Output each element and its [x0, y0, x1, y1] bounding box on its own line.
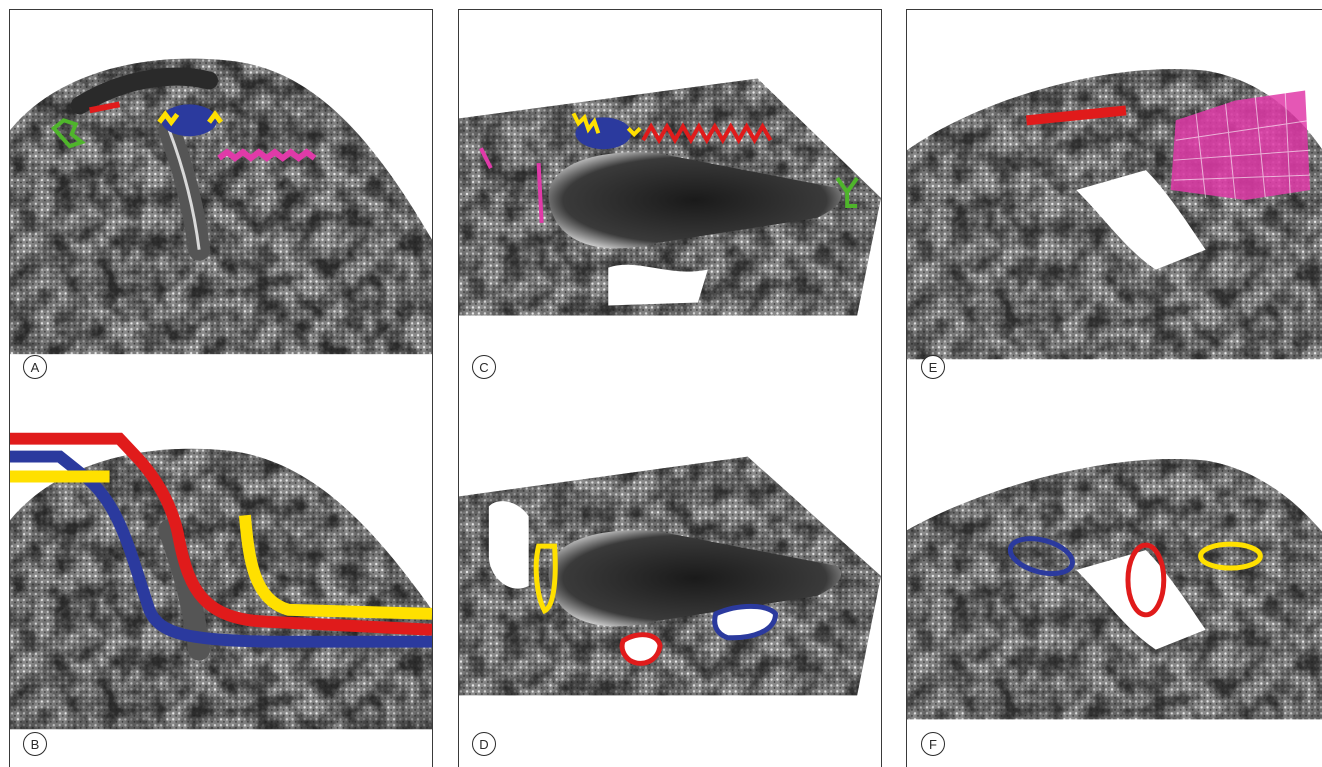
illustration-f: [907, 430, 1322, 720]
panel-label-e: E: [921, 355, 945, 379]
panel-label-c: C: [472, 355, 496, 379]
illustration-b: [10, 430, 432, 730]
illustration-c: [459, 78, 881, 316]
blue-marker: [575, 117, 631, 149]
panel-right: E F: [906, 9, 1322, 767]
panel-label-f: F: [921, 732, 945, 756]
illustration-d: [459, 456, 881, 696]
illustration-a: [10, 10, 432, 355]
panel-label-d: D: [472, 732, 496, 756]
panel-label-b: B: [23, 732, 47, 756]
panel-label-a: A: [23, 355, 47, 379]
red-outline: [622, 635, 660, 664]
panel-left: A B: [9, 9, 433, 767]
illustration-e: [907, 40, 1322, 360]
panel-middle: C D: [458, 9, 882, 767]
